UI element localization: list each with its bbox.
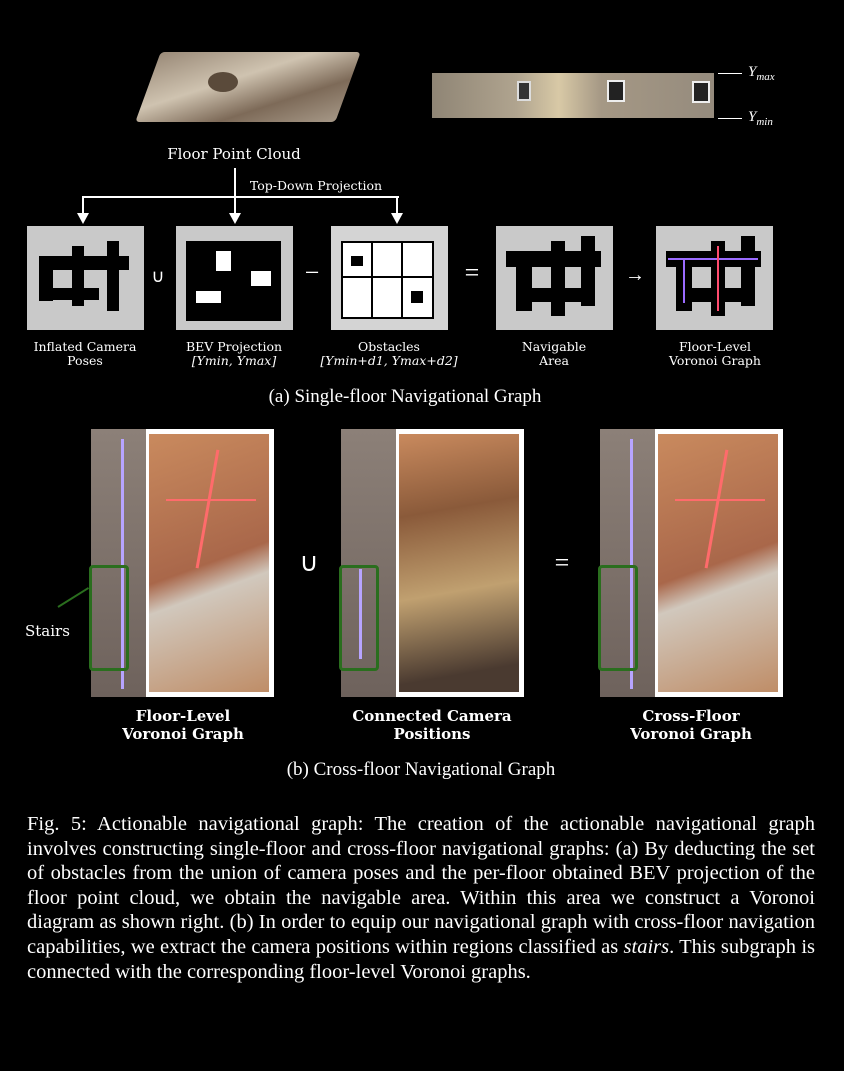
union-operator-b: ∪ [299,548,319,577]
floor-voronoi-panel [656,226,773,330]
navigable-area-panel [496,226,613,330]
side-view-image [432,73,714,118]
inflated-camera-poses-panel [27,226,144,330]
subcaption-a: (a) Single-floor Navigational Graph [268,386,542,407]
stairs-highlight-box-3 [598,565,638,671]
floor-voronoi-image [91,429,274,697]
cross-floor-voronoi-image [600,429,783,697]
stairs-highlight-box [89,565,129,671]
ymin-label: Ymin [748,109,773,128]
minus-operator: − [304,258,320,287]
floor-point-cloud-image [135,42,361,138]
connected-camera-positions-image [341,429,524,697]
bev-projection-panel [176,226,293,330]
projection-label: Top-Down Projection [245,179,387,193]
point-cloud-label: Floor Point Cloud [167,145,301,163]
equals-operator-b: = [554,548,570,577]
obstacles-panel [331,226,448,330]
stairs-label: Stairs [25,622,70,640]
subcaption-b: (b) Cross-floor Navigational Graph [286,759,556,780]
figure-caption: Fig. 5: Actionable navigational graph: T… [27,813,815,983]
stairs-pointer-line [57,587,90,608]
stairs-highlight-box-2 [339,565,379,671]
panel-label-obstacles: Obstacles[Ymin+d1, Ymax+d2] [320,339,458,368]
panel-label-bev-projection: BEV Projection[Ymin, Ymax] [185,339,283,368]
equals-operator: = [464,258,480,287]
union-operator: ∪ [151,266,165,286]
arrow-operator: → [625,264,645,286]
ymax-label: Ymax [748,64,775,83]
